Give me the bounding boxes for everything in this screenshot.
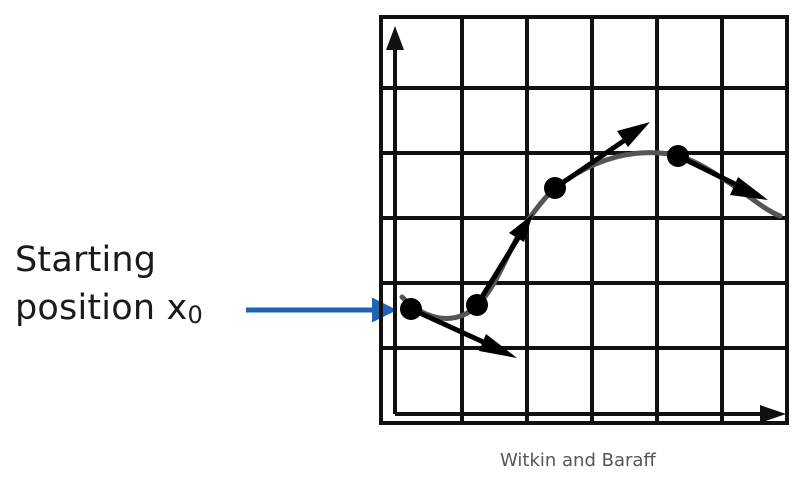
label-subscript: 0 bbox=[187, 301, 203, 329]
label-position-text: position x bbox=[15, 288, 188, 328]
velocity-vectors bbox=[409, 122, 768, 358]
x-axis-arrowhead bbox=[760, 405, 786, 423]
sample-points bbox=[400, 145, 689, 320]
starting-position-label: Starting position x0 bbox=[15, 236, 203, 339]
label-line-2: position x0 bbox=[15, 284, 203, 339]
credit-text: Witkin and Baraff bbox=[500, 450, 656, 471]
label-line-1: Starting bbox=[15, 240, 157, 280]
y-axis-arrowhead bbox=[386, 26, 404, 50]
grid-horizontal-lines bbox=[381, 86, 787, 350]
